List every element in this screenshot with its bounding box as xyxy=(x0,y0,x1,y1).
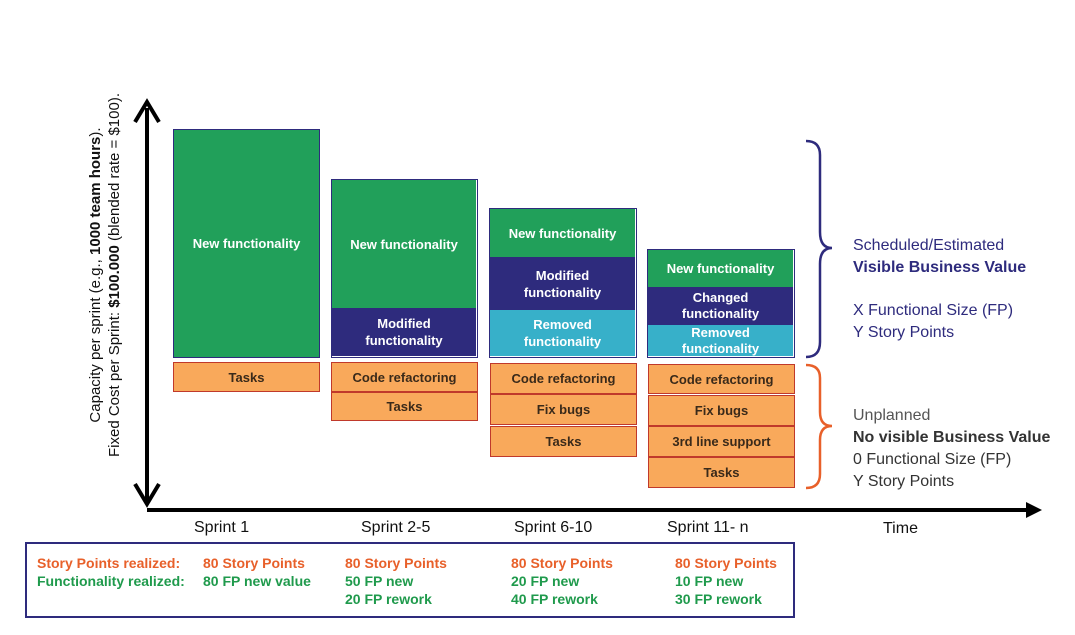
summary-col1-func1: 80 FP new value xyxy=(203,573,311,589)
planned-legend-line1: Scheduled/Estimated xyxy=(853,237,1005,254)
sprint4-new-functionality: New functionality xyxy=(648,250,793,287)
sprint2-label: Sprint 2-5 xyxy=(361,519,431,536)
planned-legend-line2: Visible Business Value xyxy=(853,259,1027,276)
sprint3-fix-bugs: Fix bugs xyxy=(490,394,637,425)
sprint2-code-refactoring: Code refactoring xyxy=(331,362,478,392)
sprint4-planned-stack: New functionality Changed functionality … xyxy=(647,249,795,358)
sprint3-planned-stack: New functionality Modified functionality… xyxy=(489,208,637,358)
sprint3-tasks: Tasks xyxy=(490,426,637,457)
y-axis-label-line1: Capacity per sprint (e.g., 1000 team hou… xyxy=(87,127,104,423)
y-axis-arrowhead-bottom xyxy=(133,482,161,508)
sprint4-changed-functionality: Changed functionality xyxy=(648,287,793,325)
x-axis-label: Time xyxy=(883,520,918,537)
sprint1-label: Sprint 1 xyxy=(194,519,250,536)
summary-col4-func1: 10 FP new xyxy=(675,573,744,589)
sprint1-tasks: Tasks xyxy=(173,362,320,392)
summary-col4-func2: 30 FP rework xyxy=(675,591,762,607)
sprint4-tasks: Tasks xyxy=(648,457,795,488)
sprint4-3rd-line-support: 3rd line support xyxy=(648,426,795,457)
y-axis-label-line2: Fixed Cost per Sprint: $100.000 (blended… xyxy=(106,92,123,458)
summary-col3-story: 80 Story Points xyxy=(511,555,613,571)
summary-col2-func2: 20 FP rework xyxy=(345,591,432,607)
summary-col3-func1: 20 FP new xyxy=(511,573,580,589)
summary-col2-story: 80 Story Points xyxy=(345,555,447,571)
planned-legend-line4: Y Story Points xyxy=(853,324,955,341)
unplanned-brace xyxy=(805,363,833,490)
summary-col1-story: 80 Story Points xyxy=(203,555,305,571)
planned-legend-line3: X Functional Size (FP) xyxy=(853,302,1014,319)
summary-col4-story: 80 Story Points xyxy=(675,555,777,571)
y-axis-arrowhead-top xyxy=(133,98,161,124)
planned-brace xyxy=(805,139,833,359)
sprint3-modified-functionality: Modified functionality xyxy=(490,257,635,310)
sprint3-removed-functionality: Removed functionality xyxy=(490,310,635,356)
x-axis-arrowhead xyxy=(1026,502,1042,518)
summary-col2-func1: 50 FP new xyxy=(345,573,414,589)
unplanned-legend-line1: Unplanned xyxy=(853,407,931,424)
sprint4-label: Sprint 11- n xyxy=(667,519,749,536)
unplanned-legend-line4: Y Story Points xyxy=(853,473,955,490)
summary-story-label: Story Points realized: xyxy=(37,555,181,571)
unplanned-legend-line2: No visible Business Value xyxy=(853,429,1051,446)
sprint3-code-refactoring: Code refactoring xyxy=(490,363,637,394)
summary-func-label: Functionality realized: xyxy=(37,573,185,589)
sprint4-code-refactoring: Code refactoring xyxy=(648,364,795,394)
sprint2-tasks: Tasks xyxy=(331,392,478,421)
sprint3-new-functionality: New functionality xyxy=(490,209,635,257)
summary-box: Story Points realized: 80 Story Points F… xyxy=(25,542,795,618)
planned-legend: Scheduled/Estimated Visible Business Val… xyxy=(853,235,1026,344)
sprint1-new-functionality: New functionality xyxy=(173,129,320,358)
sprint2-modified-functionality: Modified functionality xyxy=(332,308,476,356)
sprint2-new-functionality: New functionality xyxy=(332,180,476,308)
unplanned-legend: Unplanned No visible Business Value 0 Fu… xyxy=(853,405,1050,493)
sprint2-planned-stack: New functionality Modified functionality xyxy=(331,179,478,358)
summary-col3-func2: 40 FP rework xyxy=(511,591,598,607)
sprint4-removed-functionality: Removed functionality xyxy=(648,325,793,356)
unplanned-legend-line3: 0 Functional Size (FP) xyxy=(853,451,1012,468)
sprint3-label: Sprint 6-10 xyxy=(514,519,593,536)
sprint4-fix-bugs: Fix bugs xyxy=(648,395,795,426)
